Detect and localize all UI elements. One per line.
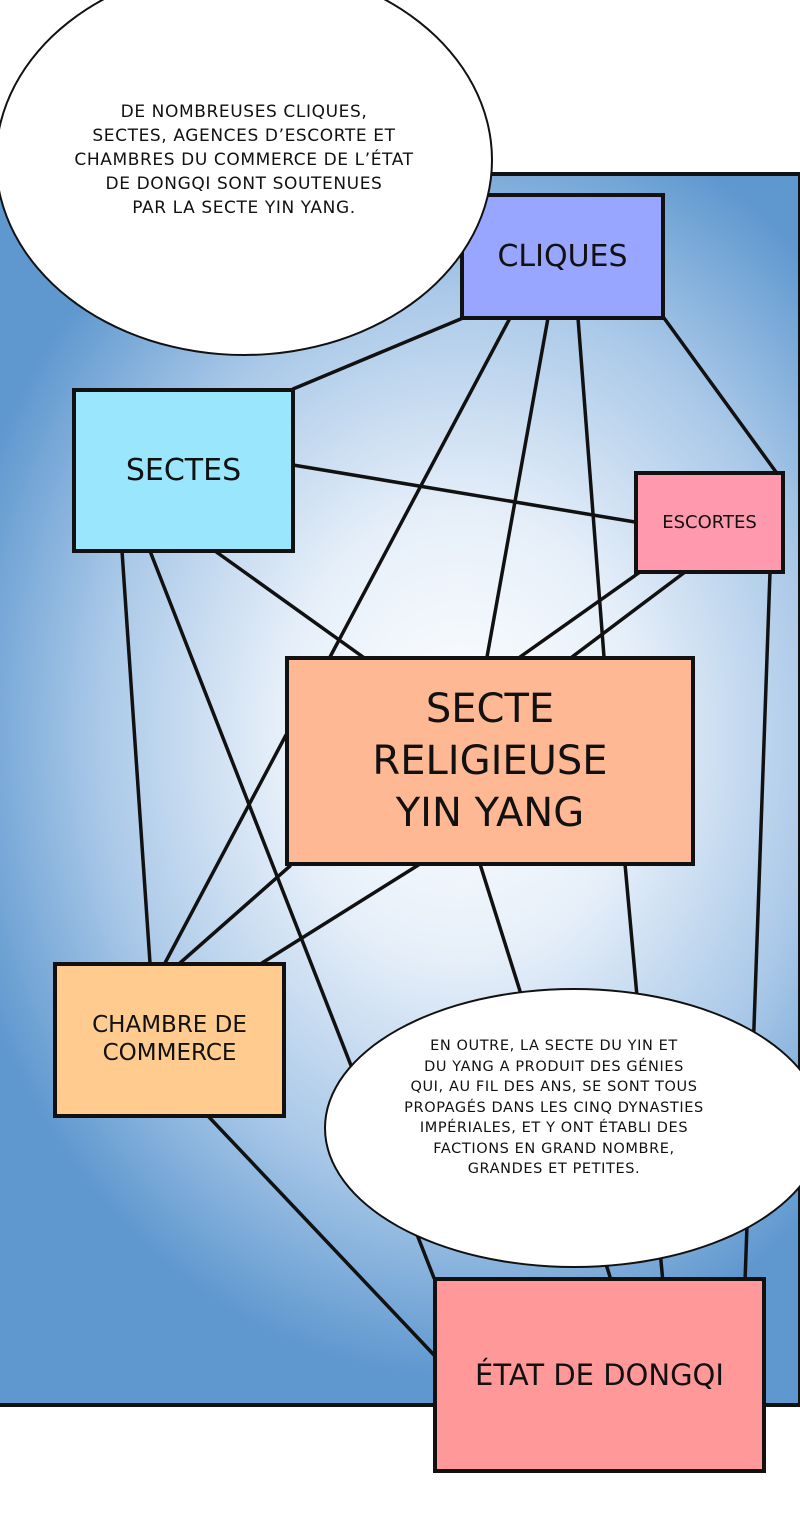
node-cliques: CLIQUES [460, 193, 665, 320]
speech-bubble-bottom: EN OUTRE, LA SECTE DU YIN ET DU YANG A P… [324, 988, 800, 1268]
bubble-bottom-line: EN OUTRE, LA SECTE DU YIN ET [430, 1037, 678, 1054]
node-chambre-line-2: COMMERCE [102, 1040, 237, 1066]
link-cliques-escortes [662, 316, 778, 474]
bubble-top-line: DE NOMBREUSES CLIQUES, [120, 101, 368, 122]
node-sectes-label: SECTES [125, 452, 242, 488]
node-escortes: ESCORTES [634, 471, 785, 574]
node-cliques-label: CLIQUES [497, 238, 628, 274]
bubble-top-line: SECTES, AGENCES D’ESCORTE ET [92, 125, 396, 146]
speech-bubble-top-text: DE NOMBREUSES CLIQUES, SECTES, AGENCES D… [74, 100, 413, 221]
node-central-line-3: YIN YANG [395, 790, 585, 836]
bubble-top-line: CHAMBRES DU COMMERCE DE L’ÉTAT [74, 149, 414, 170]
bubble-bottom-line: FACTIONS EN GRAND NOMBRE, [433, 1140, 675, 1157]
node-sectes: SECTES [72, 388, 295, 553]
node-central-line-2: RELIGIEUSE [372, 738, 608, 784]
bubble-bottom-line: PROPAGÉS DANS LES CINQ DYNASTIES [404, 1099, 704, 1116]
bubble-bottom-line: IMPÉRIALES, ET Y ONT ÉTABLI DES [419, 1120, 689, 1137]
bubble-bottom-line: QUI, AU FIL DES ANS, SE SONT TOUS [410, 1079, 698, 1096]
link-escortes-central-1 [518, 570, 642, 659]
link-central-chambre-3 [260, 862, 422, 965]
link-cliques-sectes [291, 316, 465, 391]
node-chambre-line-1: CHAMBRE DE [92, 1012, 247, 1039]
node-etat-de-dongqi: ÉTAT DE DONGQI [433, 1277, 766, 1473]
link-sectes-central [213, 549, 365, 659]
bubble-bottom-line: GRANDES ET PETITES. [467, 1161, 641, 1178]
speech-bubble-top: DE NOMBREUSES CLIQUES, SECTES, AGENCES D… [0, 0, 493, 356]
bubble-bottom-line: DU YANG A PRODUIT DES GÉNIES [424, 1058, 684, 1075]
node-escortes-label: ESCORTES [662, 511, 757, 533]
node-etat-label: ÉTAT DE DONGQI [475, 1357, 724, 1392]
bubble-top-line: PAR LA SECTE YIN YANG. [132, 198, 356, 219]
bubble-top-line: DE DONGQI SONT SOUTENUES [105, 174, 383, 195]
speech-bubble-bottom-text: EN OUTRE, LA SECTE DU YIN ET DU YANG A P… [404, 1036, 704, 1180]
node-secte-yin-yang: SECTE RELIGIEUSE YIN YANG [285, 656, 695, 866]
link-sectes-escortes [291, 463, 637, 524]
link-escortes-central-2 [570, 570, 687, 659]
node-chambre-de-commerce: CHAMBRE DE COMMERCE [53, 962, 286, 1118]
link-chambre-etat [206, 1114, 436, 1357]
link-sectes-chambre [120, 549, 152, 965]
link-central-chambre-2 [178, 864, 292, 965]
node-central-line-1: SECTE [425, 686, 555, 732]
link-central-chambre-1 [163, 733, 288, 965]
link-cliques-central-2 [485, 316, 550, 659]
